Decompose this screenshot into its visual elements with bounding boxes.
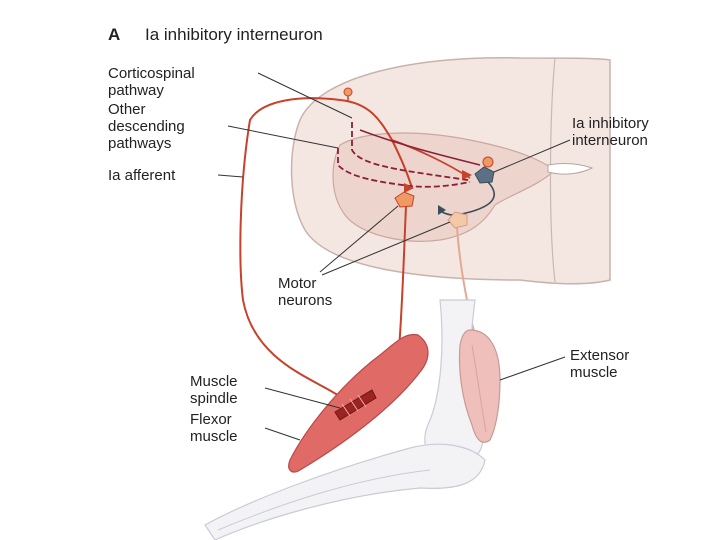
leader-extensor [499,356,566,381]
interneuron-terminal-icon [482,156,494,168]
leader-motor-1 [319,205,399,273]
synapse-icon [404,183,414,193]
inhibitory-synapse-icon [438,205,446,215]
leader-descending [227,125,339,149]
leader-corticospinal [257,72,353,119]
ia-afferent-fiber [239,97,413,401]
label-corticospinal: Corticospinal pathway [108,65,199,99]
dorsal-root-ganglion-icon [343,87,353,97]
central-canal [547,163,594,175]
synapse-icon [462,170,472,180]
leader-spindle [264,387,341,409]
label-other-descending: Other descending pathways [108,101,189,152]
leader-ia-afferent [217,174,244,178]
descending-fiber-2 [359,129,481,166]
interneuron-soma [474,166,495,184]
forearm [204,443,486,540]
label-extensor: Extensor muscle [570,347,633,381]
leader-flexor [264,427,301,441]
leader-ia-interneuron [493,139,571,173]
label-ia-interneuron: Ia inhibitory interneuron [572,115,653,149]
interneuron-axon [441,181,495,216]
label-muscle-spindle: Muscle spindle [190,373,242,407]
panel-letter: A [108,25,120,44]
label-motor-neurons: Motor neurons [278,275,332,309]
spindle-striations [341,394,367,417]
label-ia-afferent: Ia afferent [108,167,176,184]
extensor-muscle-shape [458,329,501,443]
figure-title: Ia inhibitory interneuron [145,25,323,44]
extensor-motor-neuron [447,211,468,229]
forearm-line [217,469,431,531]
extensor-fiber-lines [471,344,487,433]
label-flexor: Flexor muscle [190,411,238,445]
leader-motor-2 [321,221,451,276]
